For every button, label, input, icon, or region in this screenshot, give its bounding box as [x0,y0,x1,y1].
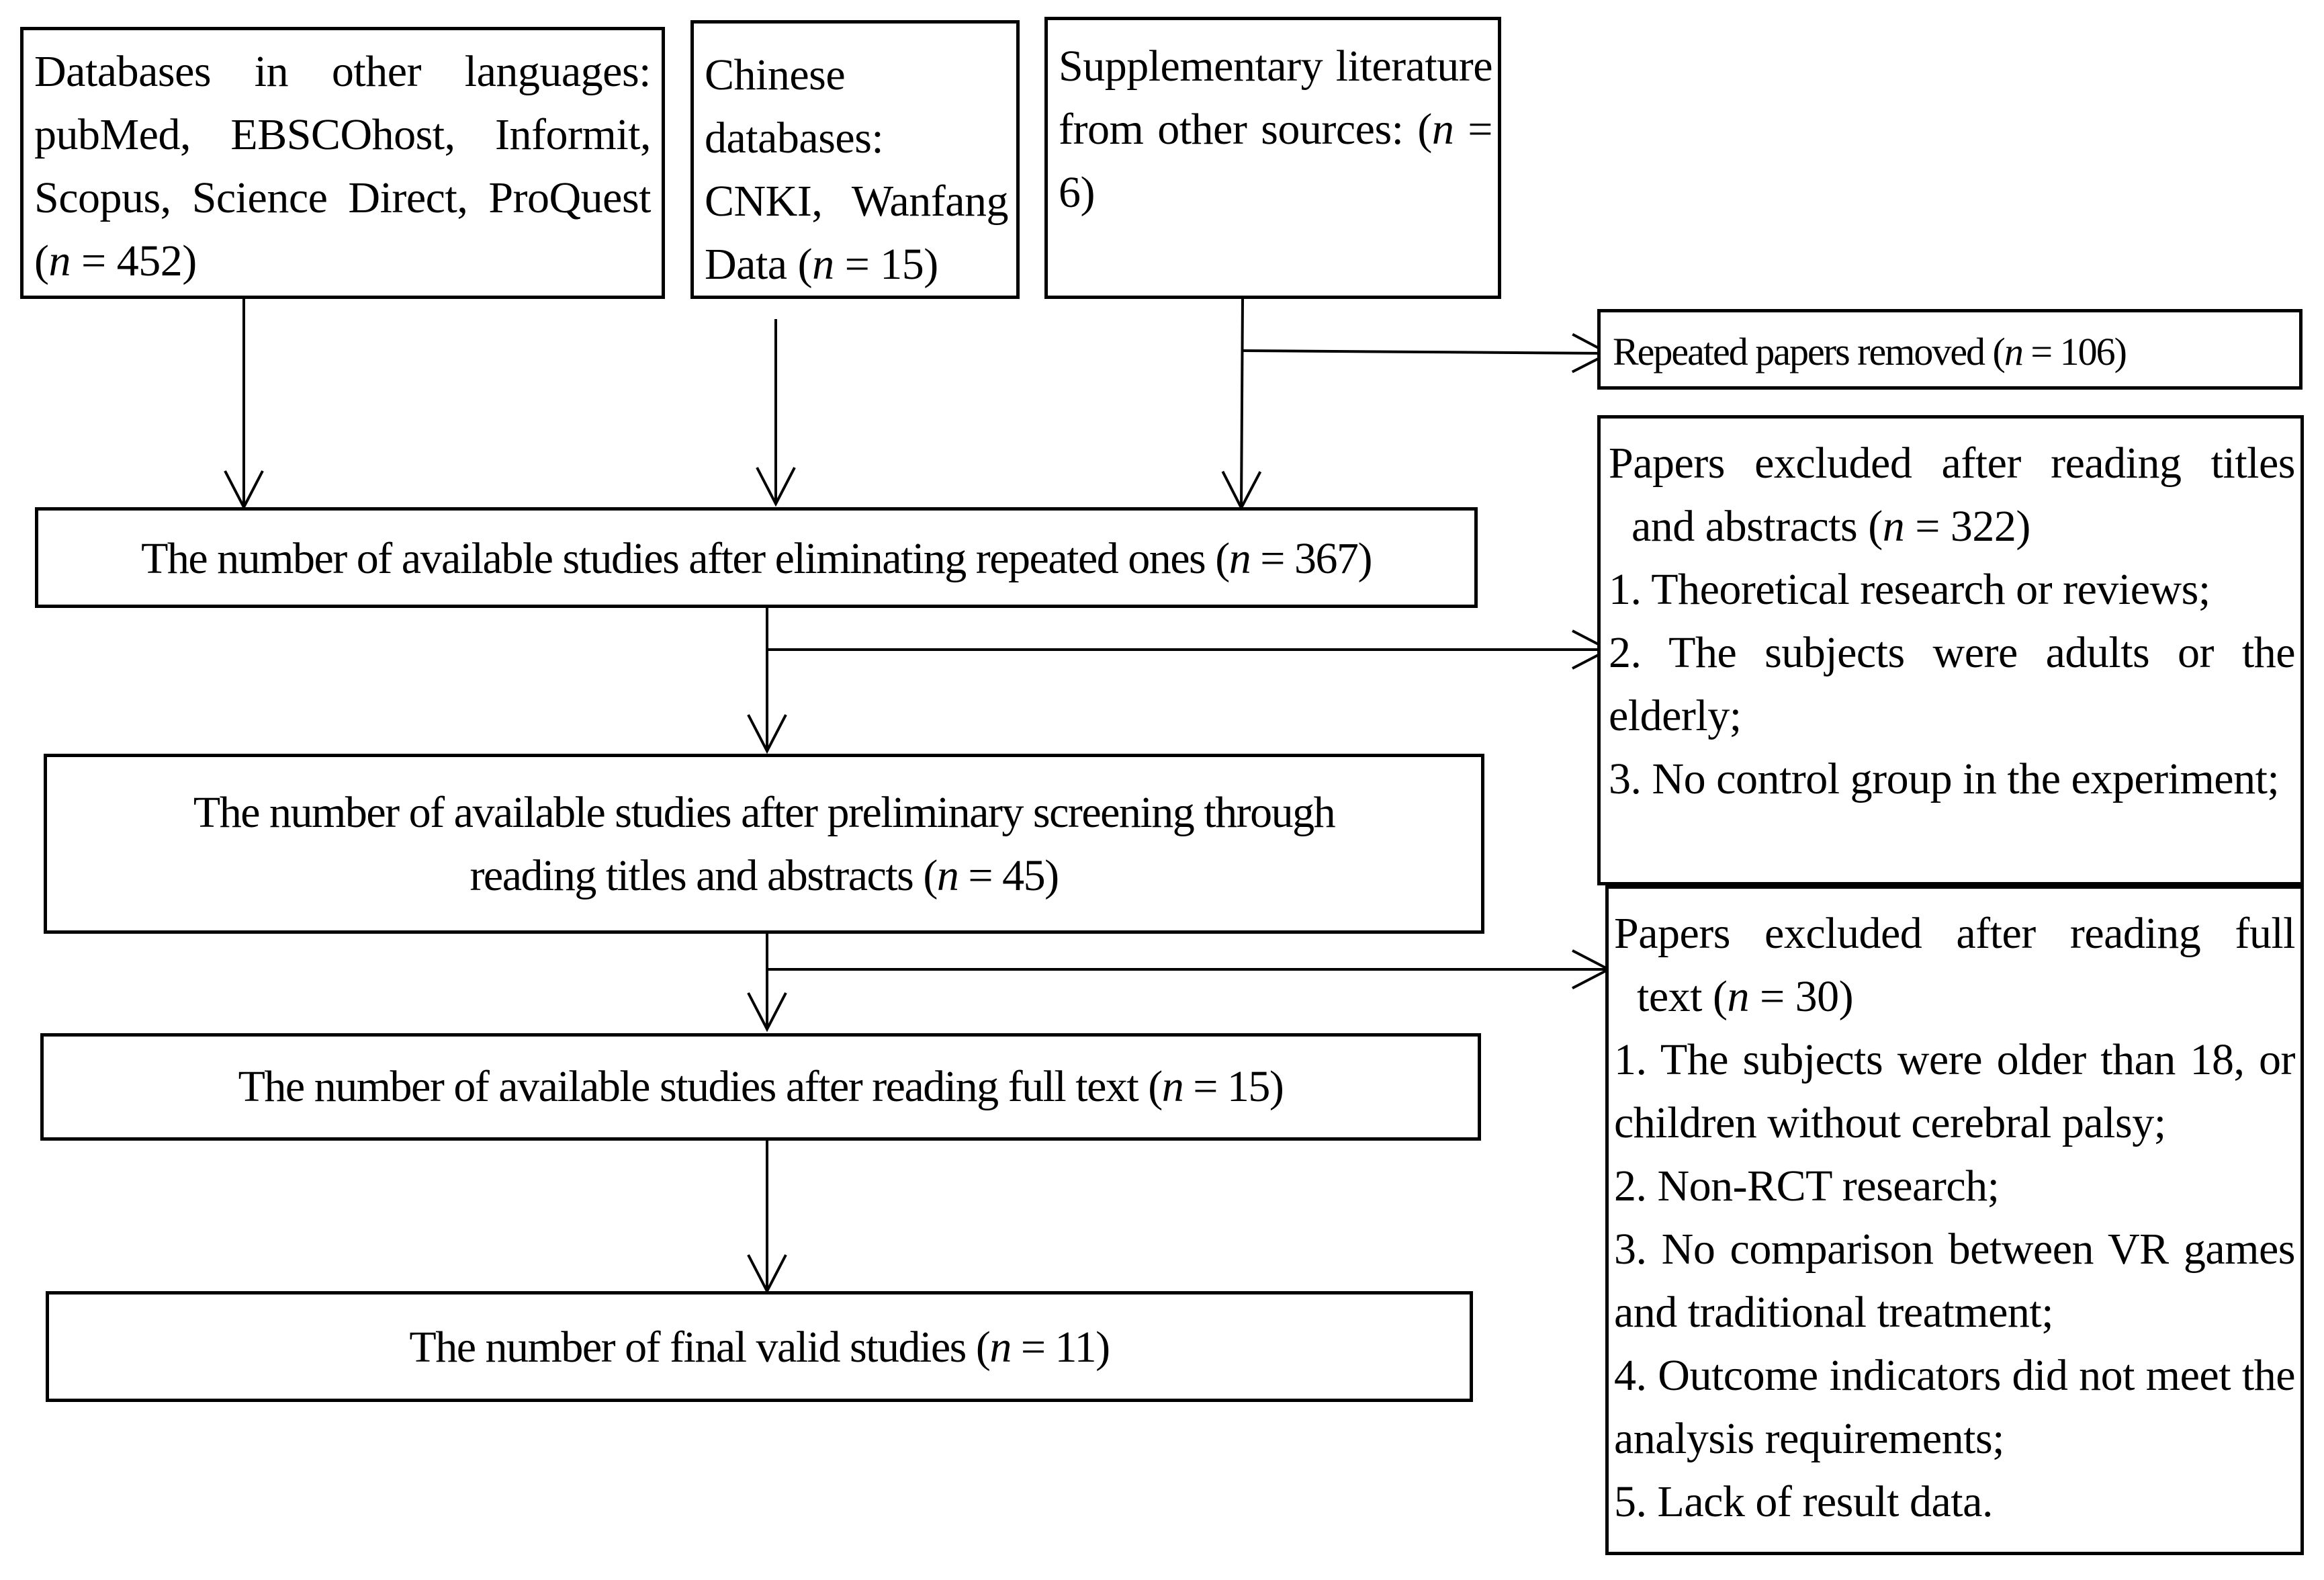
final-studies-box: The number of final valid studies (n = 1… [46,1291,1473,1402]
n-symbol: n [1431,105,1454,154]
excluded-titles-count: = 322) [1904,502,2030,551]
n-symbol: n [1882,502,1905,551]
n-symbol: n [48,236,71,286]
after-screening-count: = 45) [958,851,1059,900]
excluded-fulltext-box: Papers excluded after reading full text … [1605,885,2304,1555]
n-symbol: n [1161,1062,1184,1111]
excluded-titles-header: Papers excluded after reading titles [1609,439,2296,488]
n-symbol: n [936,851,959,900]
repeated-removed-label: Repeated papers removed ( [1613,330,2006,374]
excluded-fulltext-reason: 3. No comparison between VR games and tr… [1614,1225,2296,1337]
after-screening-line1: The number of available studies after pr… [193,788,1336,837]
excluded-fulltext-reason: 5. Lack of result data. [1614,1477,1993,1526]
source-supplementary-label: Supplementary literature from other sour… [1059,42,1493,154]
after-dedup-count: = 367) [1250,534,1372,583]
source-other-languages-count: = 452) [70,236,197,286]
n-symbol: n [1228,534,1251,583]
after-fulltext-box: The number of available studies after re… [40,1033,1481,1141]
excluded-fulltext-reason: 2. Non-RCT research; [1614,1161,2000,1211]
excluded-fulltext-header: Papers excluded after reading full [1614,909,2296,958]
repeated-removed-box: Repeated papers removed (n = 106) [1597,309,2303,390]
repeated-removed-count: = 106) [2022,330,2127,374]
excluded-titles-header2: and abstracts ( [1632,502,1883,551]
source-chinese-label: Chinese databases: CNKI, Wanfang Data ( [705,50,1009,289]
after-dedup-label: The number of available studies after el… [141,534,1230,583]
excluded-titles-box: Papers excluded after reading titles and… [1597,415,2304,885]
n-symbol: n [1727,972,1749,1021]
excluded-titles-reason: 1. Theoretical research or reviews; [1609,565,2210,614]
final-studies-label: The number of final valid studies ( [409,1323,990,1372]
arrow-to-repeated-removed [1241,351,1609,353]
arrow-supplementary-to-dedup [1241,298,1243,508]
after-fulltext-label: The number of available studies after re… [238,1062,1163,1111]
after-screening-box: The number of available studies after pr… [44,754,1484,934]
excluded-fulltext-reason: 1. The subjects were older than 18, or c… [1614,1035,2296,1147]
source-chinese-count: = 15) [834,240,939,289]
source-supplementary-count: = 6) [1059,105,1493,217]
source-supplementary-box: Supplementary literature from other sour… [1044,17,1501,299]
excluded-fulltext-header2: text ( [1637,972,1728,1021]
after-dedup-box: The number of available studies after el… [35,507,1478,608]
excluded-fulltext-count: = 30) [1748,972,1854,1021]
after-fulltext-count: = 15) [1183,1062,1284,1111]
n-symbol: n [2004,330,2024,374]
n-symbol: n [812,240,834,289]
source-other-languages-box: Databases in other languages: pubMed, EB… [20,27,665,299]
excluded-titles-reason: 3. No control group in the experiment; [1609,754,2280,803]
excluded-titles-reason: 2. The subjects were adults or the elder… [1609,628,2296,740]
source-other-languages-label: Databases in other languages: pubMed, EB… [34,47,652,286]
final-studies-count: = 11) [1010,1323,1110,1372]
after-screening-line2: reading titles and abstracts ( [470,851,938,900]
n-symbol: n [989,1323,1012,1372]
excluded-fulltext-reason: 4. Outcome indicators did not meet the a… [1614,1351,2296,1463]
source-chinese-box: Chinese databases: CNKI, Wanfang Data (n… [690,20,1020,299]
